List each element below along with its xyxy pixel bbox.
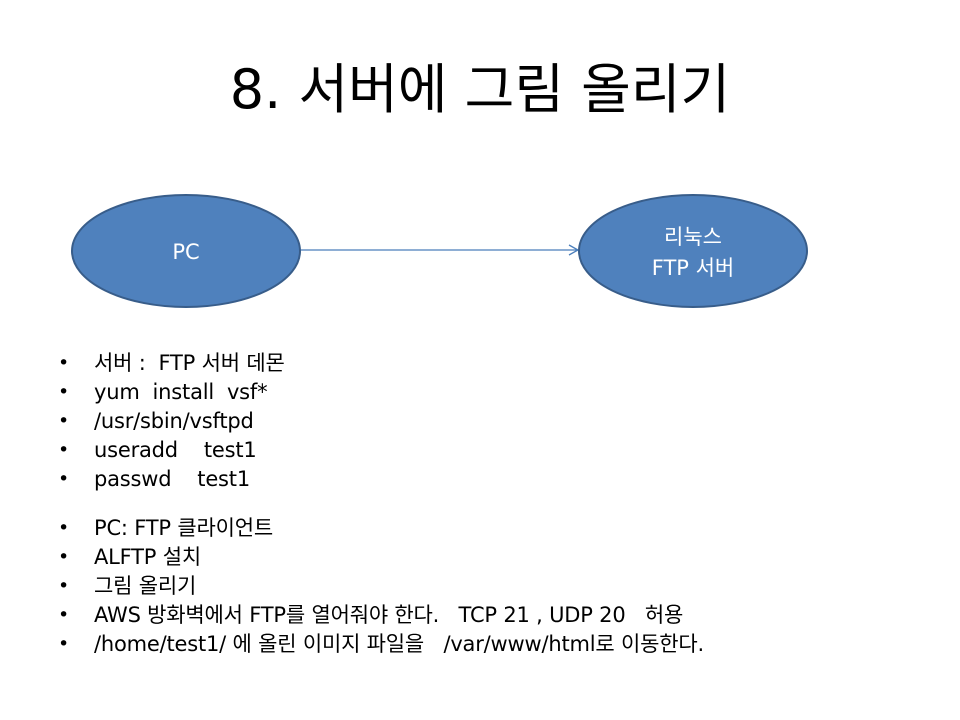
list-item-text: 서버 : FTP 서버 데몬 xyxy=(94,351,285,375)
list-item-text: /usr/sbin/vsftpd xyxy=(94,409,254,433)
bullet-icon: • xyxy=(58,352,70,374)
list-item-text: PC: FTP 클라이언트 xyxy=(94,516,273,540)
bullet-icon: • xyxy=(58,381,70,403)
list-item-text: /home/test1/ 에 올린 이미지 파일을 /var/www/html로… xyxy=(94,632,704,656)
node-server-label-line1: 리눅스 xyxy=(664,225,722,249)
list-item-text: passwd test1 xyxy=(94,467,250,491)
list-item: • /usr/sbin/vsftpd xyxy=(58,407,938,436)
list-item: • useradd test1 xyxy=(58,436,938,465)
list-item-text: useradd test1 xyxy=(94,438,257,462)
list-item-text: 그림 올리기 xyxy=(94,574,197,598)
list-item: • PC: FTP 클라이언트 xyxy=(58,514,938,543)
bullet-icon: • xyxy=(58,546,70,568)
bullet-icon: • xyxy=(58,468,70,490)
list-item: • passwd test1 xyxy=(58,465,938,494)
bullet-icon: • xyxy=(58,575,70,597)
bullet-list: • 서버 : FTP 서버 데몬 • yum install vsf* • /u… xyxy=(58,349,938,659)
node-pc-label: PC xyxy=(172,240,199,264)
list-item-text: yum install vsf* xyxy=(94,380,268,404)
bullet-icon: • xyxy=(58,410,70,432)
bullet-icon: • xyxy=(58,517,70,539)
bullet-icon: • xyxy=(58,439,70,461)
bullet-icon: • xyxy=(58,604,70,626)
slide-title: 8. 서버에 그림 올리기 xyxy=(229,58,731,121)
list-item-text: ALFTP 설치 xyxy=(94,545,201,569)
list-item: • 그림 올리기 xyxy=(58,572,938,601)
node-server xyxy=(578,194,808,308)
node-pc xyxy=(71,194,301,308)
node-server-label-line2: FTP 서버 xyxy=(652,256,735,280)
list-item: • 서버 : FTP 서버 데몬 xyxy=(58,349,938,378)
list-item: • AWS 방화벽에서 FTP를 열어줘야 한다. TCP 21 , UDP 2… xyxy=(58,601,938,630)
bullet-icon: • xyxy=(58,633,70,655)
list-item: • /home/test1/ 에 올린 이미지 파일을 /var/www/htm… xyxy=(58,630,938,659)
list-item-text: AWS 방화벽에서 FTP를 열어줘야 한다. TCP 21 , UDP 20 … xyxy=(94,603,684,627)
list-item: • ALFTP 설치 xyxy=(58,543,938,572)
list-item: • yum install vsf* xyxy=(58,378,938,407)
